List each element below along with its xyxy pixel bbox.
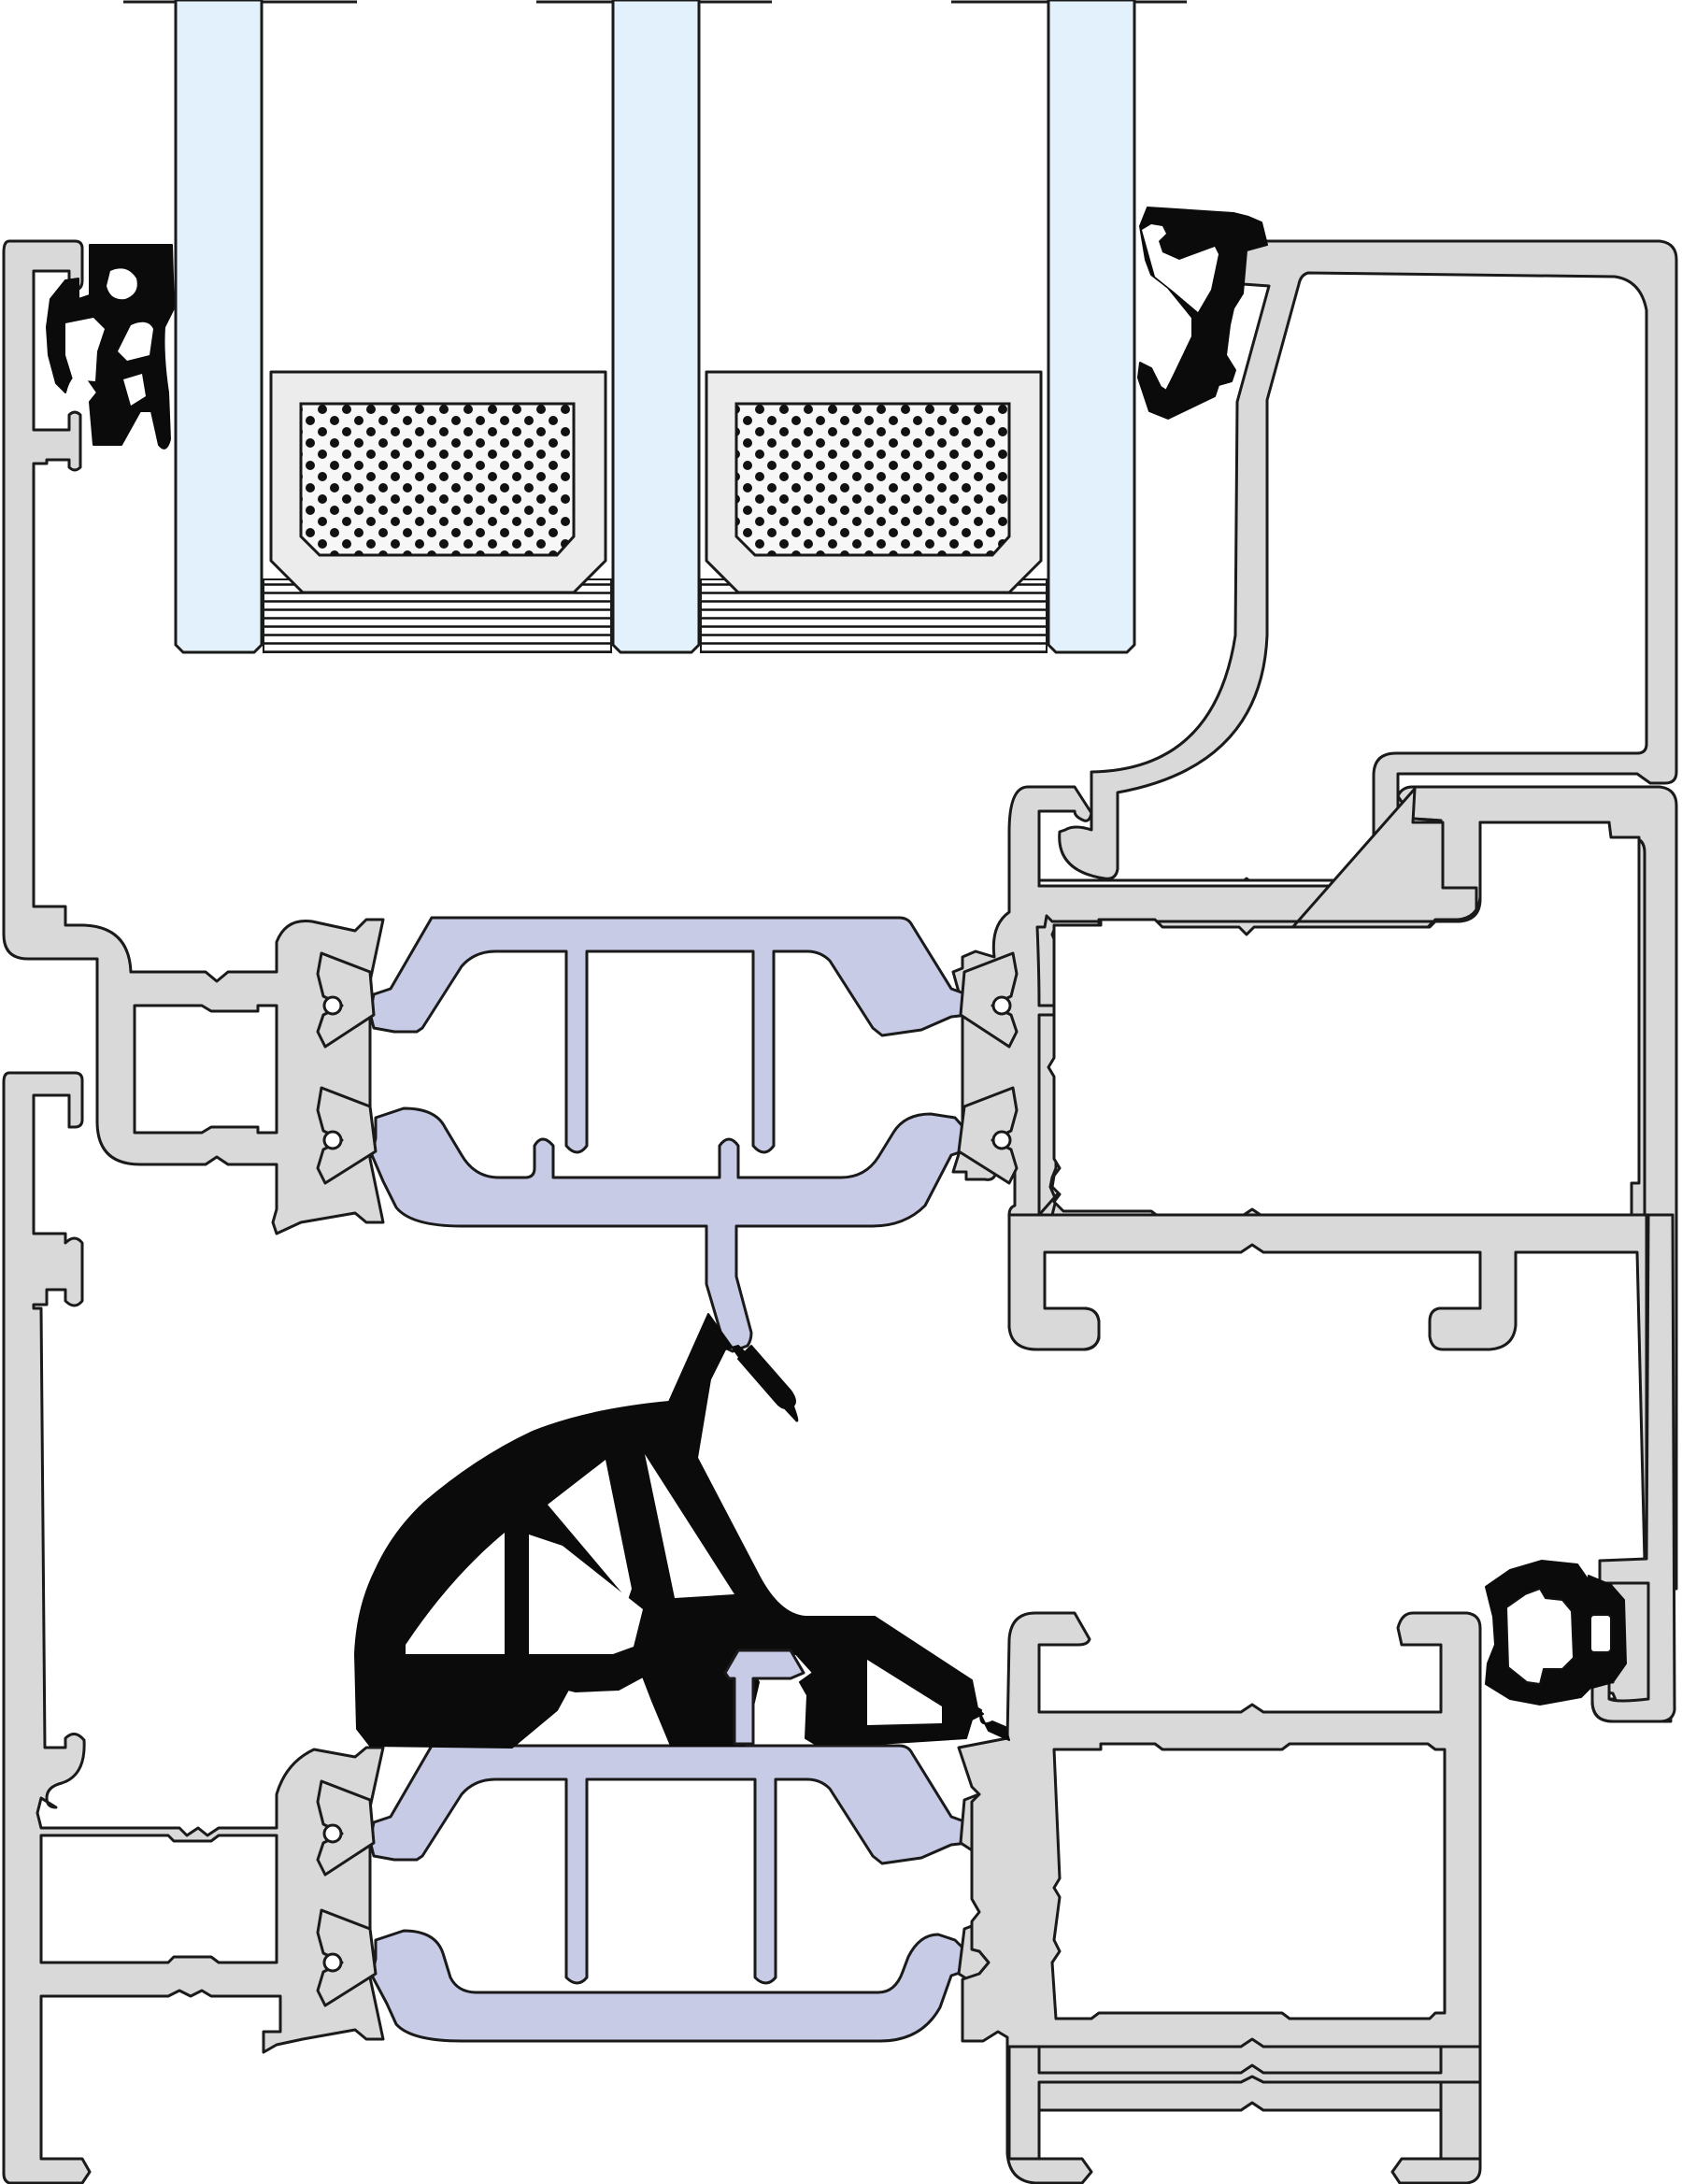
right-upper-gasket xyxy=(1137,207,1268,420)
glass-pane-1 xyxy=(174,0,264,654)
right-frame-upper-lower-flange xyxy=(1007,1213,1675,1564)
sash-glazing-bead-profile xyxy=(1058,239,1678,880)
upper-break-claw-right-a xyxy=(959,951,1019,1049)
upper-break-claw-left-b xyxy=(316,1086,378,1185)
glass-pane-2 xyxy=(611,0,701,654)
triple-glazing-unit xyxy=(123,0,1187,654)
spacer-bar-right xyxy=(700,370,1048,653)
central-sash-gasket xyxy=(354,1313,1010,1749)
glass-pane-3 xyxy=(1047,0,1136,654)
right-frame-upper-profile xyxy=(951,785,1678,1591)
left-frame-lower-profile xyxy=(2,1071,385,2184)
upper-break-claw-left-a xyxy=(316,951,376,1049)
upper-break-claw-right-b xyxy=(957,1086,1019,1185)
lower-break-t-connector xyxy=(723,1649,805,1746)
upper-thermal-break xyxy=(316,916,1019,1353)
spacer-bar-left xyxy=(263,370,612,653)
lower-thermal-break xyxy=(316,1744,1019,2043)
right-lower-gasket xyxy=(1485,1560,1627,1706)
right-frame-lower-leg xyxy=(1007,2045,1482,2161)
left-upper-gasket xyxy=(46,244,175,450)
upper-break-stem-hook xyxy=(737,1345,796,1410)
